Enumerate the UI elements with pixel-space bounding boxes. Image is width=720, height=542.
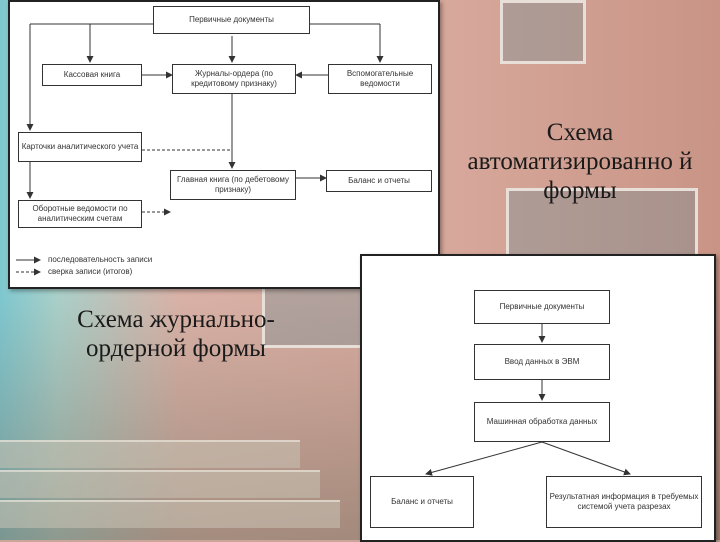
auto-primary-documents-box: Первичные документы: [474, 290, 610, 324]
background-step: [0, 470, 320, 498]
cash-book-box: Кассовая книга: [42, 64, 142, 86]
data-entry-box: Ввод данных в ЭВМ: [474, 344, 610, 380]
journal-orders-box: Журналы-ордера (по кредитовому признаку): [172, 64, 296, 94]
journal-order-form-caption: Схема журнально-ордерной формы: [77, 306, 275, 362]
machine-processing-box: Машинная обработка данных: [474, 402, 610, 442]
legend-sequence-label: последовательность записи: [48, 255, 153, 264]
automated-scheme-panel: Первичные документы Ввод данных в ЭВМ Ма…: [360, 254, 716, 542]
auxiliary-statements-box: Вспомогательные ведомости: [328, 64, 432, 94]
automated-scheme-arrows: [425, 324, 631, 476]
analytic-cards-box: Карточки аналитического учета: [18, 132, 142, 162]
turnover-sheets-box: Оборотные ведомости по аналитическим сче…: [18, 200, 142, 228]
legend-check-label: сверка записи (итогов): [48, 267, 133, 276]
automated-form-caption: Схема автоматизированно й формы: [467, 119, 693, 204]
general-ledger-box: Главная книга (по дебетовому признаку): [170, 170, 296, 200]
journal-order-scheme-panel: Первичные документы Кассовая книга Журна…: [8, 0, 440, 289]
result-information-box: Результатная информация в требуемых сист…: [546, 476, 702, 528]
balance-reports-box: Баланс и отчеты: [326, 170, 432, 192]
background-step: [0, 500, 340, 528]
auto-balance-reports-box: Баланс и отчеты: [370, 476, 474, 528]
journal-scheme-arrows: [16, 23, 384, 276]
background-step: [0, 440, 300, 468]
primary-documents-box: Первичные документы: [153, 6, 310, 34]
background-window: [500, 0, 586, 64]
